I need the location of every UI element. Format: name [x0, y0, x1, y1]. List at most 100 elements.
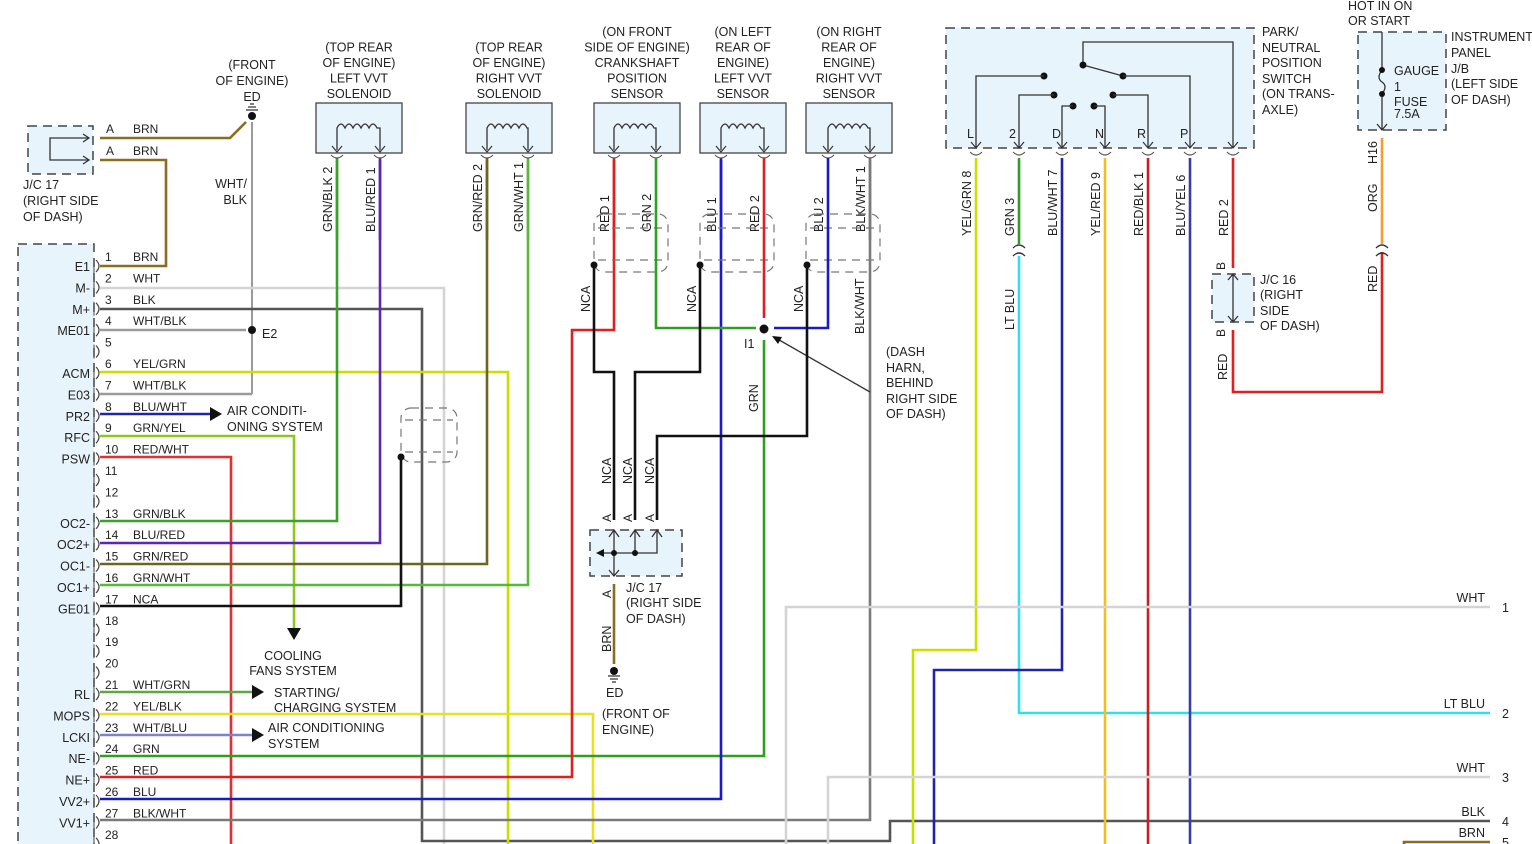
wire-nca-1 [592, 265, 616, 520]
fuse-icon [1378, 69, 1386, 95]
connector-icon [95, 773, 100, 787]
pin-number: 6 [105, 357, 112, 371]
jc17-left-label-2: (RIGHT SIDE [23, 194, 98, 208]
ground-ed-top: (FRONT OF ENGINE) ED [216, 58, 288, 120]
i1-note-1: (DASH [886, 345, 925, 359]
splice-i1-label: I1 [744, 337, 754, 351]
pin-number: 9 [105, 421, 112, 435]
wire-mops [100, 712, 595, 844]
ground-bottom-loc-2: ENGINE) [602, 723, 654, 737]
dest-ac-2: ONING SYSTEM [227, 420, 323, 434]
pin-number: 7 [105, 378, 112, 392]
component-label: SOLENOID [327, 87, 392, 101]
component-label: LEFT VVT [714, 72, 772, 86]
pin-wire-color: WHT/GRN [133, 678, 190, 692]
connector-icon [1226, 151, 1240, 156]
output-wire-label: BRN [1459, 826, 1485, 840]
wire-brn-e1 [100, 158, 168, 268]
i1-note: (DASH HARN, BEHIND RIGHT SIDE OF DASH) [886, 345, 957, 421]
connector-icon [95, 666, 100, 680]
ecm-pin-19: 19 [93, 635, 119, 659]
dest-cooling-1: COOLING [264, 649, 322, 663]
output-1: WHT 1 [1457, 591, 1509, 615]
wire-oc2-plus [100, 158, 382, 545]
pin-name: E1 [75, 260, 90, 274]
jc16-label-2: (RIGHT [1260, 288, 1303, 302]
component-label: (ON LEFT [715, 25, 772, 39]
shield-right-vvt [805, 213, 881, 273]
output-number: 5 [1502, 836, 1509, 844]
component-label: REAR OF [821, 41, 877, 55]
pnp-label-2: NEUTRAL [1262, 41, 1320, 55]
component-label: OF ENGINE) [323, 56, 396, 70]
connector-icon [95, 751, 100, 765]
pin-number: 21 [105, 678, 119, 692]
pin-number: 12 [105, 485, 119, 499]
ground-bottom-name: ED [606, 686, 623, 700]
jc16: J/C 16 (RIGHT SIDE OF DASH) B B [1211, 262, 1320, 337]
wire-out-3 [826, 775, 1490, 844]
pin-number: 14 [105, 528, 119, 542]
ground-bottom-loc-1: (FRONT OF [602, 707, 670, 721]
hot-label-1: HOT IN ON [1348, 0, 1412, 13]
instrument-panel-jb: HOT IN ON OR START GAUGE 1 FUSE 7.5A INS… [1348, 0, 1532, 132]
connector-icon [95, 366, 100, 380]
pin-number: 3 [105, 293, 112, 307]
wire-nca-2 [633, 265, 702, 520]
pin-number: 19 [105, 635, 119, 649]
jc17c-pin-1: A [600, 514, 614, 522]
dest-ac2-1: AIR CONDITIONING [268, 721, 385, 735]
pin-number: 2 [105, 271, 112, 285]
component-pin-label: GRN/WHT 1 [512, 162, 526, 232]
pin-wire-color: WHT/BLK [133, 378, 186, 392]
output-wire-label: WHT [1457, 591, 1486, 605]
pnp-wire-label: YEL/GRN 8 [960, 171, 974, 236]
pnp-wire-label: BLU/YEL 6 [1174, 175, 1188, 236]
pin-number: 16 [105, 571, 119, 585]
i1-note-3: BEHIND [886, 376, 933, 390]
jc17c-pin-bottom: A [600, 590, 614, 598]
wire-acm [100, 370, 510, 844]
output-5: BRN 5 [1459, 826, 1509, 844]
pin-wire-color: BLU [133, 785, 156, 799]
ground-top-loc-1: (FRONT [228, 58, 276, 72]
pin-wire-color: NCA [133, 592, 158, 606]
component-label: SENSOR [611, 87, 664, 101]
connector-icon [95, 280, 100, 294]
ipjb-label-3: J/B [1451, 62, 1469, 76]
connector-icon [95, 409, 100, 423]
splice-e2-label: E2 [262, 327, 277, 341]
nca-label-2: NCA [685, 285, 699, 312]
arrow-icon [252, 685, 264, 699]
ground-icon [248, 112, 256, 120]
component-label: (ON FRONT [602, 25, 672, 39]
jc17c-pin-2: A [621, 514, 635, 522]
park-neutral-switch [945, 27, 1255, 149]
coil-icon [827, 123, 871, 150]
component-label: CRANKSHAFT [595, 56, 680, 70]
pnp-label: PARK/ NEUTRAL POSITION SWITCH (ON TRANS-… [1262, 25, 1335, 117]
blkwht-label: BLK/WHT [853, 278, 867, 334]
output-number: 1 [1502, 601, 1509, 615]
pin-name: OC2+ [57, 538, 90, 552]
pnp-wire-label: BLU/WHT 7 [1046, 170, 1060, 236]
wire-out-1 [784, 605, 1490, 844]
pnp-position-L: L [967, 127, 974, 141]
wire-pnp-yel-grn [911, 158, 978, 844]
i1-note-5: OF DASH) [886, 407, 946, 421]
connector-icon [95, 601, 100, 615]
shield-ge01 [397, 407, 458, 463]
pin-wire-color: GRN [133, 742, 160, 756]
pin-name: NE+ [65, 774, 90, 788]
splice-i1 [759, 324, 769, 334]
i1-note-4: RIGHT SIDE [886, 392, 957, 406]
connector-icon [95, 323, 100, 337]
ecm-pin-12: 12 [93, 485, 119, 509]
